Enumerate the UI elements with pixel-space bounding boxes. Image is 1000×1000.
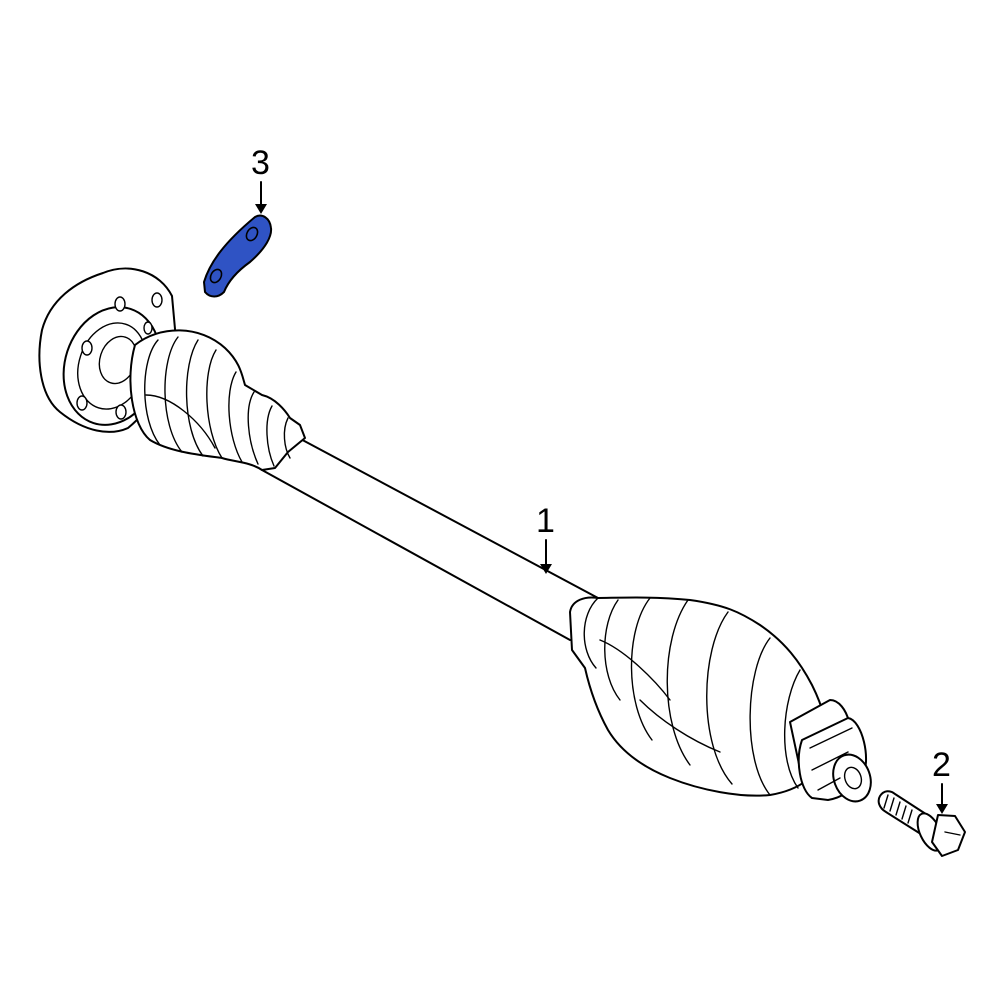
- inner-cv-boot: [129, 329, 306, 471]
- callout-label-3: 3: [251, 144, 270, 182]
- bolt-lock-plate: [203, 214, 273, 298]
- arrow-down-icon: [255, 204, 267, 214]
- callout-3: 3: [251, 144, 270, 214]
- callout-label-2: 2: [932, 746, 951, 784]
- arrow-down-icon: [540, 564, 552, 574]
- arrow-down-icon: [936, 804, 948, 814]
- outer-cv-boot: [569, 596, 828, 797]
- callout-2: 2: [932, 746, 951, 814]
- callout-1: 1: [536, 502, 555, 574]
- callout-label-1: 1: [536, 502, 555, 540]
- flange-bolt-holes: [76, 292, 163, 420]
- plate-hole-lower: [209, 268, 223, 284]
- plate-hole-upper: [245, 226, 259, 242]
- flange-bolt: [877, 790, 966, 857]
- axle-shaft-assembly: [38, 267, 872, 803]
- outer-stub-shaft: [789, 699, 872, 803]
